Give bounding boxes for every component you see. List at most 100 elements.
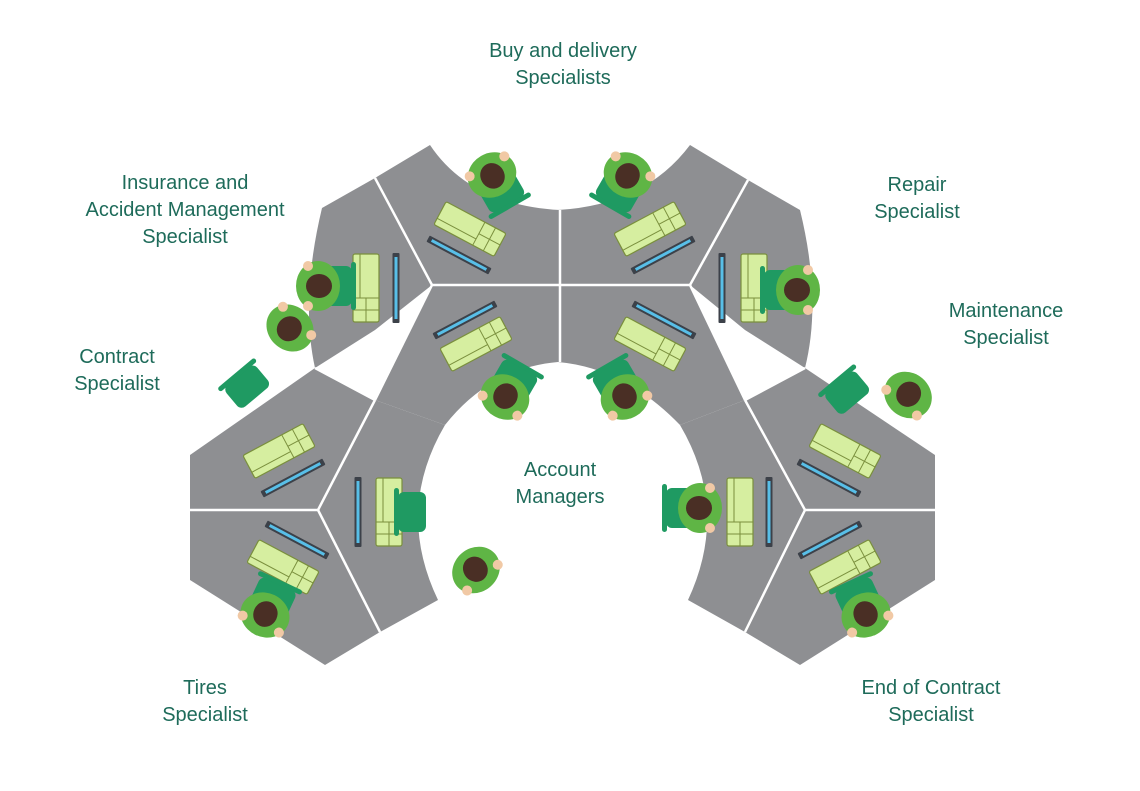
person-head: [612, 383, 637, 409]
person-hand: [883, 610, 894, 621]
person-head: [853, 601, 878, 627]
keyboard-3: [352, 253, 380, 323]
person-head: [276, 316, 302, 342]
chair-backrest: [501, 353, 544, 380]
monitor-icon: [430, 239, 488, 271]
person-head: [253, 601, 278, 627]
empty-chair-account-left: [394, 488, 426, 536]
person-hand: [277, 301, 288, 312]
label-insurance: Insurance and Accident Management Specia…: [85, 172, 285, 248]
keyboard-6: [613, 316, 687, 372]
workstation-repair: [760, 265, 820, 315]
empty-chair-contract: [218, 358, 270, 408]
keyboard-7: [242, 423, 316, 479]
monitor-icon: [264, 462, 322, 494]
chair-backrest: [586, 353, 629, 380]
monitor-icon: [801, 524, 859, 556]
person-hand: [303, 301, 313, 311]
monitor-icon: [436, 304, 494, 336]
monitor-4: [718, 253, 726, 323]
monitor-8: [796, 458, 862, 498]
keyboard-5: [439, 316, 513, 372]
monitor-5: [432, 300, 498, 340]
person-hand: [273, 627, 284, 638]
person-head: [896, 381, 922, 407]
monitor-icon: [634, 239, 692, 271]
workstation-account-left: [477, 353, 544, 421]
person-hand: [847, 627, 858, 638]
person-hand: [464, 171, 475, 182]
desk-divider-8: [744, 366, 806, 402]
chair-backrest: [351, 262, 356, 310]
desk-dividers: [190, 177, 935, 633]
person-hand: [237, 610, 248, 621]
workstations: [218, 151, 932, 638]
workstation-end-of-contract: [829, 571, 894, 638]
person-hand: [911, 410, 922, 421]
chair-icon: [398, 492, 426, 532]
person-head: [615, 163, 640, 189]
monitor-12: [797, 520, 863, 560]
label-end-of-contract: End of Contract Specialist: [861, 677, 1001, 726]
person-account-standing: [452, 546, 503, 596]
monitor-icon: [800, 462, 858, 494]
monitor-10: [765, 477, 773, 547]
workstation-buy-right: [589, 151, 656, 219]
person-hand: [642, 390, 653, 401]
person-hand: [803, 305, 813, 315]
label-tires: Tires Specialist: [162, 677, 248, 726]
keyboard-12: [808, 539, 882, 595]
monitor-icon: [394, 257, 398, 319]
desk-divider-13: [743, 399, 807, 511]
chair-backrest: [218, 358, 257, 392]
monitor-9: [354, 477, 362, 547]
chair-backrest: [760, 266, 765, 314]
person-head: [306, 274, 332, 298]
person-head: [480, 163, 505, 189]
person-hand: [306, 330, 317, 341]
monitor-icon: [635, 304, 693, 336]
desk-divider-10: [316, 399, 377, 511]
label-buy-delivery: Buy and delivery Specialists: [489, 40, 637, 89]
chair-backrest: [258, 571, 302, 595]
chair-icon: [825, 371, 870, 414]
desk-divider-14: [743, 509, 807, 633]
person-head: [493, 383, 518, 409]
empty-chair-maintenance: [818, 364, 870, 414]
monitor-icon: [356, 481, 360, 543]
monitor-6: [631, 300, 697, 340]
keyboard-keys: [249, 555, 314, 590]
person-hand: [512, 410, 523, 421]
person-hand: [303, 261, 313, 271]
desk-divider-5: [314, 366, 376, 402]
person-hand: [499, 151, 510, 162]
keyboard-keys: [727, 478, 753, 546]
monitor-11: [264, 520, 330, 560]
label-contract: Contract Specialist: [74, 346, 160, 395]
keyboard-1: [433, 201, 507, 257]
chair-backrest: [488, 192, 531, 219]
keyboard-keys: [436, 217, 501, 252]
person-hand: [610, 151, 621, 162]
monitor-7: [260, 458, 326, 498]
workstation-account-lower-right: [662, 483, 722, 533]
person-hand: [803, 265, 813, 275]
monitor-icon: [720, 257, 724, 319]
monitor-1: [426, 235, 492, 275]
monitor-3: [392, 253, 400, 323]
keyboard-keys: [616, 332, 681, 367]
label-maintenance: Maintenance Specialist: [948, 300, 1064, 349]
person-insurance-standing: [266, 301, 317, 352]
keyboard-keys: [741, 254, 767, 322]
person-hand: [492, 559, 503, 570]
desk-divider-7: [688, 284, 747, 401]
label-account-managers: Account Managers: [515, 459, 605, 508]
keyboard-8: [808, 423, 882, 479]
keyboard-keys: [448, 321, 507, 366]
keyboard-2: [613, 201, 687, 257]
person-hand: [607, 410, 618, 421]
chair-backrest: [589, 192, 632, 219]
keyboard-keys: [811, 439, 876, 474]
person-maintenance-standing: [881, 371, 932, 421]
